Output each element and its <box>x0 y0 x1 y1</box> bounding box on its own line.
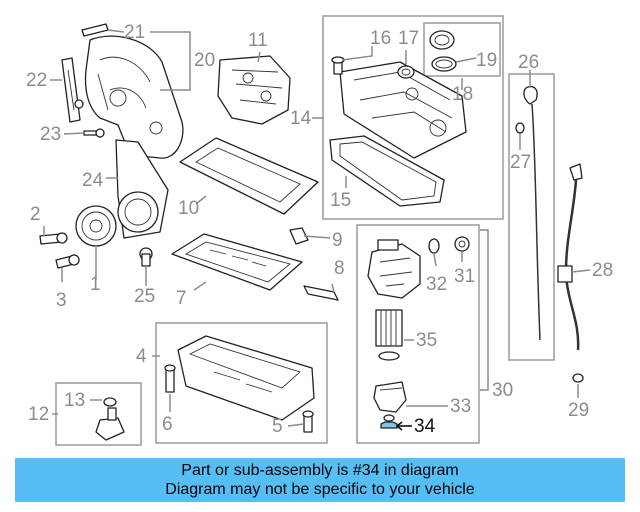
callout-11: 11 <box>248 30 268 51</box>
oring-31[interactable] <box>454 236 470 252</box>
callout-4: 4 <box>136 346 147 367</box>
callout-31: 31 <box>454 266 475 287</box>
timing-cover-upper[interactable] <box>84 35 184 159</box>
callout-7: 7 <box>176 288 187 309</box>
callout-16: 16 <box>370 28 391 49</box>
cap-18[interactable] <box>429 30 455 50</box>
callout-34: 34 <box>414 416 436 437</box>
seal-17[interactable] <box>397 65 415 79</box>
bolt-3[interactable] <box>55 254 80 269</box>
callout-30: 30 <box>492 380 513 401</box>
oring-13[interactable] <box>103 397 117 407</box>
timing-cover-lower-24[interactable] <box>115 139 169 239</box>
callout-24: 24 <box>82 170 104 191</box>
gasket-15[interactable] <box>329 135 445 207</box>
callout-17: 17 <box>398 28 419 49</box>
leader-lines <box>43 29 591 431</box>
oring-27[interactable] <box>515 122 525 134</box>
callout-14: 14 <box>290 108 312 129</box>
highlighted-part-34[interactable] <box>380 414 398 429</box>
pulley-1[interactable] <box>75 205 117 247</box>
exploded-parts-diagram: 21 20 22 23 24 11 10 9 8 7 2 3 1 25 14 1… <box>26 15 613 446</box>
callout-8: 8 <box>334 258 345 279</box>
callout-10: 10 <box>178 198 199 219</box>
callout-6: 6 <box>162 414 173 435</box>
strip-8[interactable] <box>303 285 339 301</box>
callout-3: 3 <box>56 290 67 311</box>
banner-line-part: Part or sub-assembly is #34 in diagram <box>181 462 459 479</box>
callout-22: 22 <box>26 70 47 91</box>
group-box-oil-filter <box>356 224 480 444</box>
banner-line-disclaimer: Diagram may not be specific to your vehi… <box>165 481 475 498</box>
gasket-21[interactable] <box>81 23 109 37</box>
valve-cover-14[interactable] <box>339 61 467 159</box>
callout-19: 19 <box>476 50 497 71</box>
group-box-cap-seal <box>423 22 501 77</box>
callout-9: 9 <box>332 230 343 251</box>
callout-32: 32 <box>426 274 447 295</box>
dipstick-26[interactable] <box>523 85 541 341</box>
callout-18: 18 <box>452 84 473 105</box>
callout-13: 13 <box>64 390 85 411</box>
cover-22[interactable] <box>61 57 84 123</box>
seal-32[interactable] <box>428 238 440 254</box>
callout-23: 23 <box>40 124 61 145</box>
fitting-25[interactable] <box>139 247 153 267</box>
callout-33: 33 <box>450 396 471 417</box>
stud-6[interactable] <box>164 364 176 393</box>
callout-21: 21 <box>124 22 145 43</box>
callout-29: 29 <box>568 400 589 421</box>
oring-19[interactable] <box>431 56 457 72</box>
baffle-7[interactable] <box>171 233 303 291</box>
filter-cap-33[interactable] <box>373 381 407 413</box>
bolt-23[interactable] <box>83 128 105 138</box>
callout-26: 26 <box>518 52 539 73</box>
filter-housing-30[interactable] <box>367 239 421 299</box>
oring-29[interactable] <box>572 373 584 383</box>
bolt-5[interactable] <box>302 410 314 433</box>
callout-2: 2 <box>30 204 41 225</box>
callout-20: 20 <box>194 50 215 71</box>
bracket-11[interactable] <box>217 55 291 125</box>
info-banner: Part or sub-assembly is #34 in diagram D… <box>15 458 625 502</box>
bolt-2[interactable] <box>39 232 68 245</box>
gasket-10[interactable] <box>179 137 319 215</box>
callout-1: 1 <box>90 274 101 295</box>
callout-25: 25 <box>134 286 155 307</box>
oil-pan-4[interactable] <box>177 335 315 421</box>
callout-35: 35 <box>416 330 437 351</box>
callout-27: 27 <box>510 152 531 173</box>
dipstick-tube-28[interactable] <box>557 163 583 351</box>
callout-15: 15 <box>330 190 351 211</box>
callout-12: 12 <box>28 404 49 425</box>
filter-element-35[interactable] <box>375 309 403 361</box>
group-box-oil-pan <box>155 322 328 444</box>
sensor-12[interactable] <box>95 407 125 441</box>
callout-5: 5 <box>272 416 283 437</box>
group-box-dipstick <box>508 73 555 361</box>
plug-9[interactable] <box>289 227 309 245</box>
callout-28: 28 <box>592 260 613 281</box>
